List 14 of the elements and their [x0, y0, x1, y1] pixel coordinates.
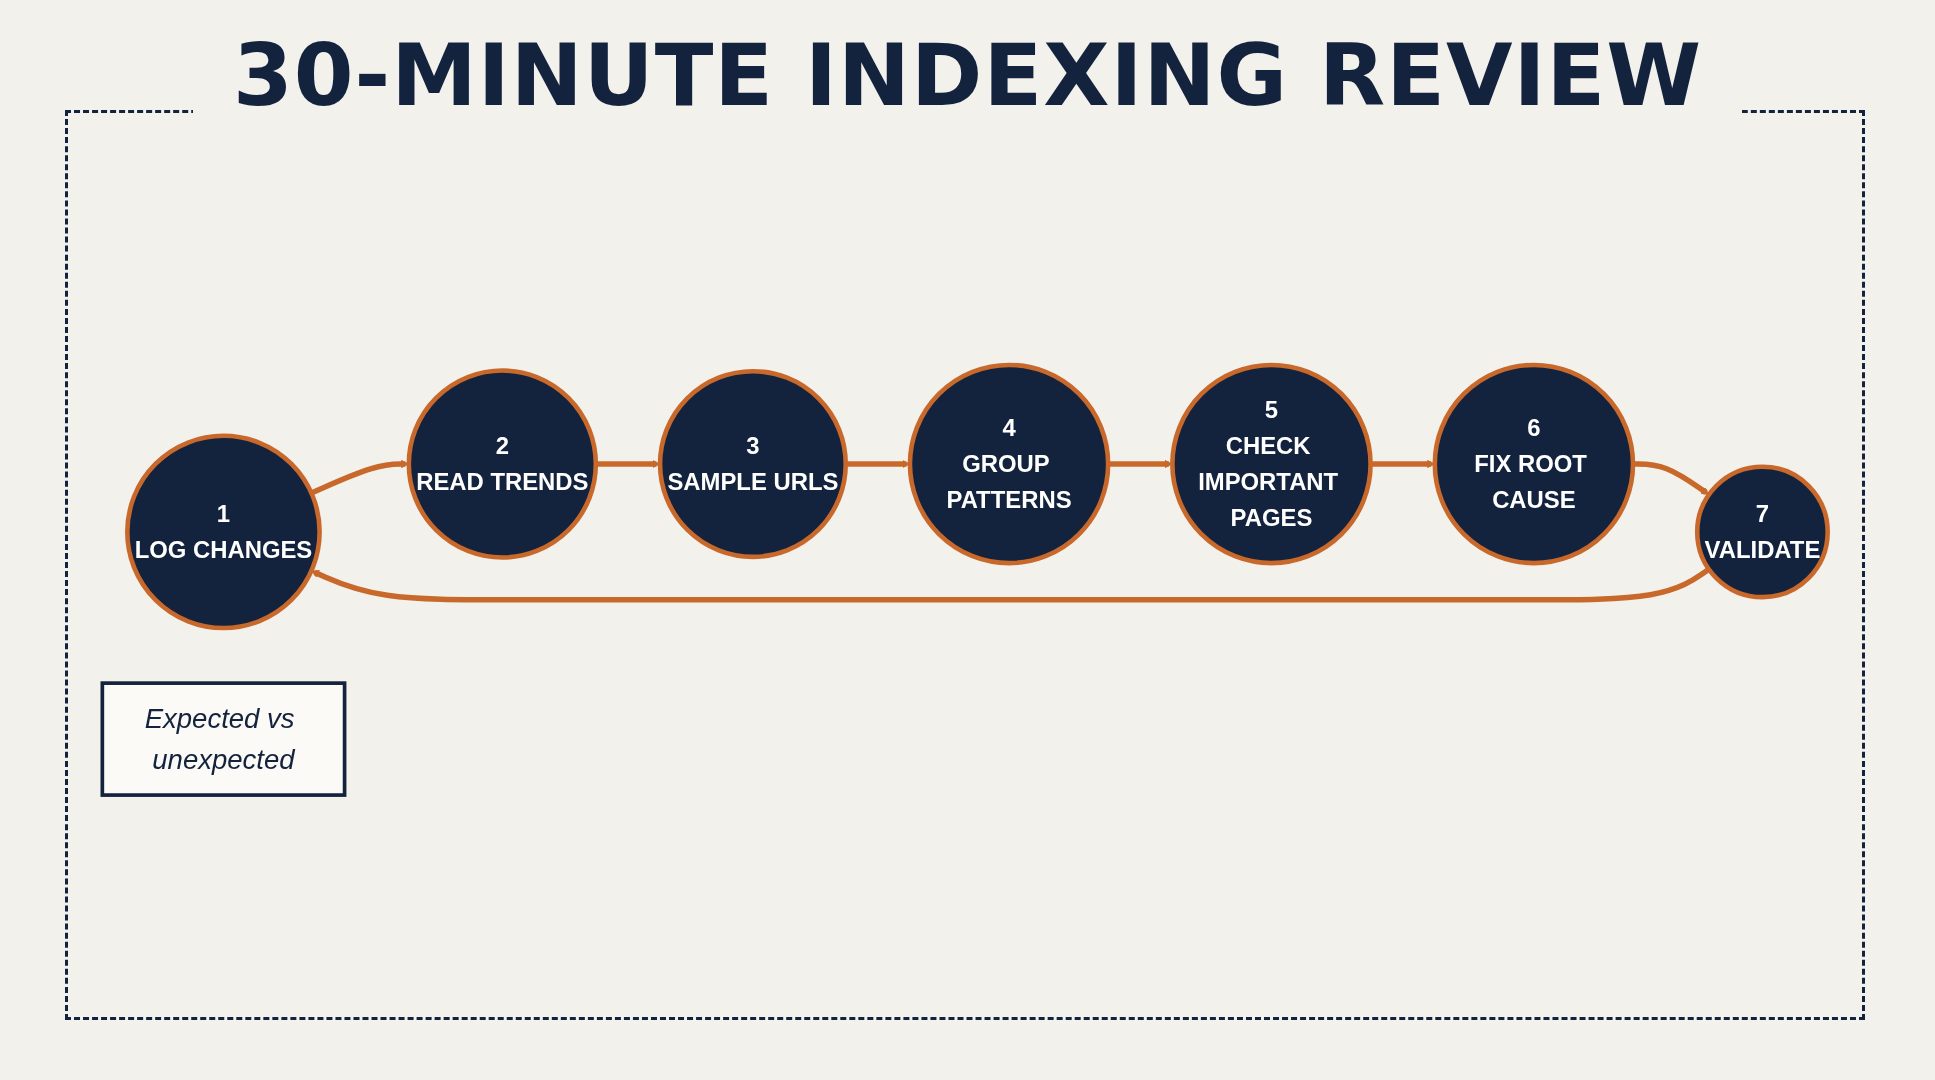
node-circle: 3 SAMPLE URLS	[657, 368, 848, 560]
node-box: Expected vs unexpected	[100, 681, 347, 797]
node-circle: 4 GROUP PATTERNS	[907, 362, 1111, 566]
arrow	[845, 460, 911, 469]
arrow	[311, 566, 1711, 603]
node-circle: 2 READ TRENDS	[406, 368, 599, 560]
arrow	[1370, 460, 1436, 469]
node-circle: 6 FIX ROOT CAUSE	[1432, 362, 1636, 566]
arrow	[1108, 460, 1173, 469]
node-circle: 7 VALIDATE	[1694, 464, 1830, 600]
node-circle: 1 LOG CHANGES	[125, 433, 322, 631]
node-circle: 5 CHECK IMPORTANT PAGES	[1170, 362, 1373, 566]
arrow	[1633, 461, 1710, 495]
arrow	[595, 460, 661, 469]
